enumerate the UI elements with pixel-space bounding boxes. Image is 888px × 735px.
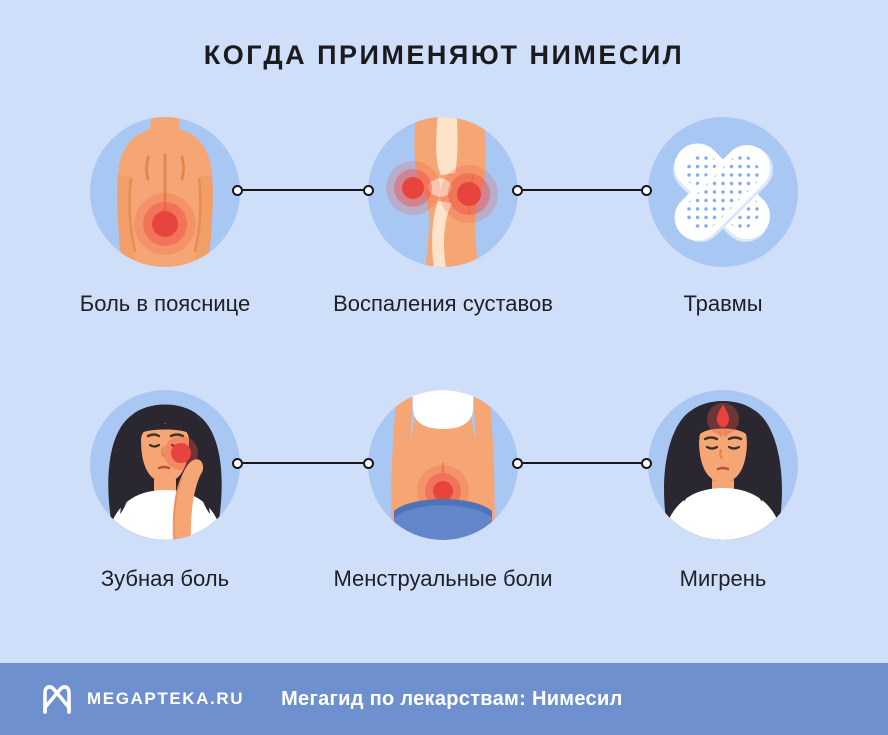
card-label: Менструальные боли bbox=[333, 566, 553, 591]
card-label: Боль в пояснице bbox=[79, 291, 251, 316]
joint-inflammation-icon bbox=[368, 117, 518, 267]
brand-name: MEGAPTEKA.RU bbox=[87, 689, 245, 708]
connector-dot bbox=[232, 457, 243, 469]
connector-dot bbox=[512, 457, 523, 469]
card-menstrual-pain bbox=[368, 390, 518, 540]
megapteka-logo-icon bbox=[40, 683, 74, 715]
footer-caption: Мегагид по лекарствам: Нимесил bbox=[281, 687, 623, 710]
card-joint-inflammation bbox=[368, 117, 518, 267]
card-migraine bbox=[648, 390, 798, 540]
card-label: Мигрень bbox=[679, 566, 767, 591]
connector-line bbox=[523, 188, 641, 192]
card-back-pain bbox=[90, 117, 240, 267]
card-label: Травмы bbox=[683, 291, 763, 316]
connector-dot bbox=[363, 184, 374, 196]
connector bbox=[512, 184, 652, 196]
connector bbox=[232, 457, 374, 469]
connector-dot bbox=[641, 184, 652, 196]
connector bbox=[512, 457, 652, 469]
card-injuries bbox=[648, 117, 798, 267]
card-label: Зубная боль bbox=[100, 566, 230, 591]
footer-bar: MEGAPTEKA.RU Мегагид по лекарствам: Ниме… bbox=[0, 663, 888, 735]
connector-dot bbox=[641, 457, 652, 469]
connector-dot bbox=[512, 184, 523, 196]
migraine-icon bbox=[648, 390, 798, 540]
connector bbox=[232, 184, 374, 196]
card-label: Воспаления суставов bbox=[333, 291, 553, 316]
tooth-pain-icon bbox=[90, 390, 240, 540]
menstrual-pain-icon bbox=[368, 390, 518, 540]
connector-line bbox=[523, 461, 641, 465]
connector-dot bbox=[363, 457, 374, 469]
connector-line bbox=[243, 461, 363, 465]
connector-line bbox=[243, 188, 363, 192]
back-pain-icon bbox=[90, 117, 240, 267]
connector-dot bbox=[232, 184, 243, 196]
injuries-plasters-icon bbox=[648, 117, 798, 267]
page-title: КОГДА ПРИМЕНЯЮТ НИМЕСИЛ bbox=[203, 40, 685, 70]
card-tooth-pain bbox=[90, 390, 240, 540]
